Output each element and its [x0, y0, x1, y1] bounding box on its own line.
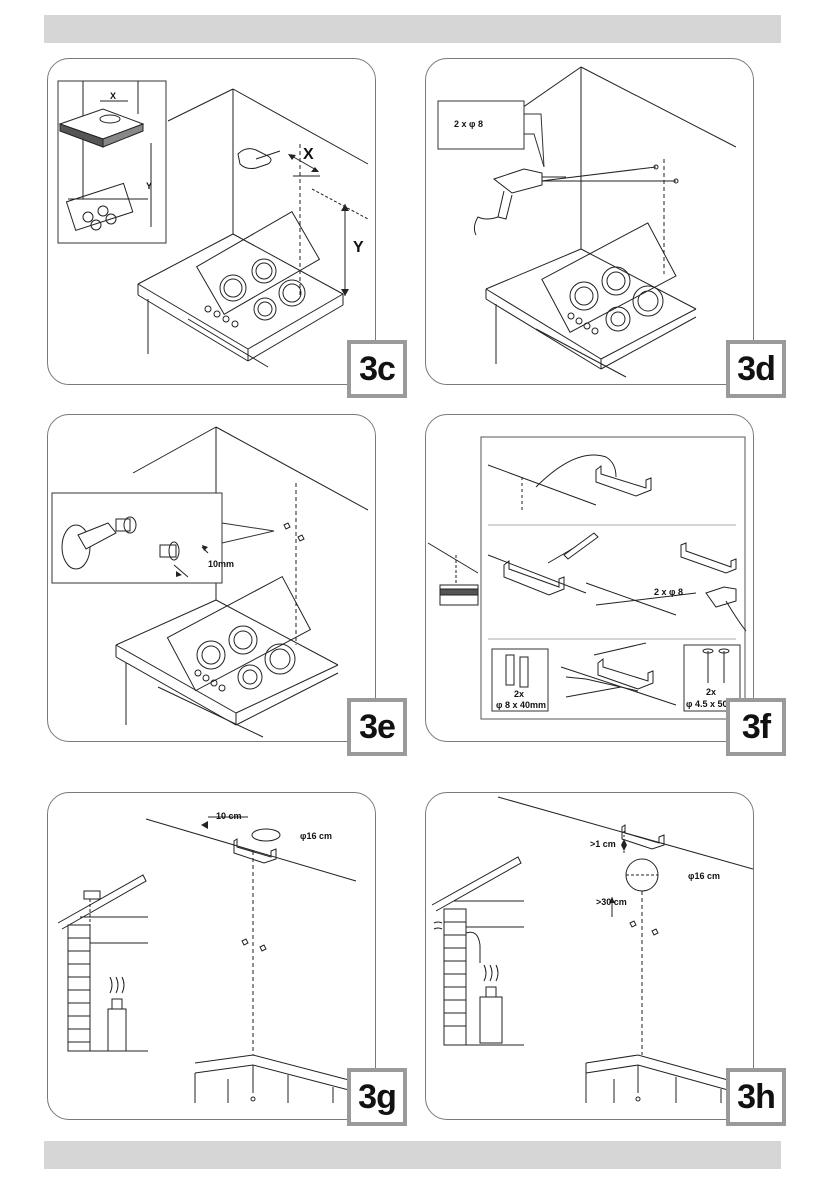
- illustration-3e: 10mm: [51, 426, 369, 738]
- inset-dimension-y: Y: [146, 181, 152, 191]
- panel-3h: >1 cm >30 cm φ16 cm: [425, 792, 754, 1120]
- inset-hood-view: [57, 80, 167, 244]
- figure-tag-3e: 3e: [347, 698, 407, 756]
- plug-count: 2x: [514, 689, 524, 699]
- inset-wall-plug: [51, 492, 223, 584]
- offset-10cm: 10 cm: [216, 811, 242, 821]
- figure-tag-3c: 3c: [347, 340, 407, 398]
- gap-bottom-label: >30 cm: [596, 897, 627, 907]
- panel-3e: 10mm: [47, 414, 376, 742]
- duct-diameter: φ16 cm: [300, 831, 332, 841]
- figure-tag-3h: 3h: [726, 1068, 786, 1126]
- panel-3g: 10 cm φ16 cm: [47, 792, 376, 1120]
- panel-3f: 2x φ 8 x 40mm 2x φ 4.5 x 50mm 2 x φ 8: [425, 414, 754, 742]
- dimension-10mm: 10mm: [208, 559, 234, 569]
- dimension-x-large: X: [303, 146, 314, 163]
- illustration-3d: 2 x φ 8: [437, 66, 737, 378]
- header-bar: [44, 15, 781, 43]
- screw-size: φ 4.5 x 50mm: [686, 699, 743, 709]
- drill-size-label: 2 x φ 8: [454, 119, 483, 129]
- duct-diameter: φ16 cm: [688, 871, 720, 881]
- illustration-3c: X Y X Y: [57, 80, 369, 368]
- inset-dimension-x: X: [110, 91, 116, 101]
- figure-tag-3f: 3f: [726, 698, 786, 756]
- drill-size-callout: [437, 100, 525, 150]
- drill-size-label: 2 x φ 8: [654, 587, 683, 597]
- illustration-3h: >1 cm >30 cm φ16 cm: [431, 796, 753, 1103]
- plug-size: φ 8 x 40mm: [496, 700, 546, 710]
- panel-3c: X Y X Y: [47, 58, 376, 385]
- illustration-3f: 2x φ 8 x 40mm 2x φ 4.5 x 50mm 2 x φ 8: [427, 436, 747, 720]
- gap-top-label: >1 cm: [590, 839, 616, 849]
- hand-marking-icon: [237, 148, 281, 169]
- illustration-3g: 10 cm φ16 cm: [57, 811, 369, 1103]
- panel-3d: 2 x φ 8: [425, 58, 754, 385]
- figure-tag-3g: 3g: [347, 1068, 407, 1126]
- footer-bar: [44, 1141, 781, 1169]
- screw-count: 2x: [706, 687, 716, 697]
- figure-tag-3d: 3d: [726, 340, 786, 398]
- dimension-y-large: Y: [353, 239, 364, 256]
